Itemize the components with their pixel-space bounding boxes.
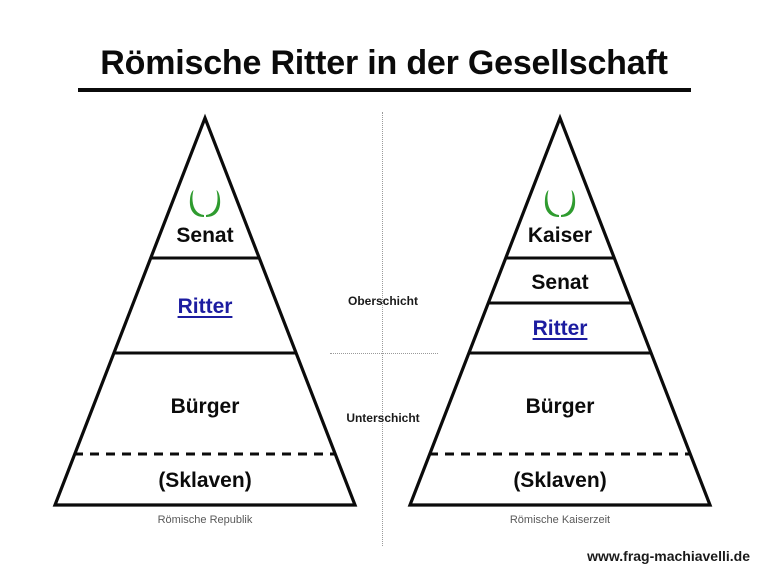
pyramid-outline: [407, 113, 713, 507]
class-label-oberschicht: Oberschicht: [347, 294, 419, 308]
class-label-unterschicht: Unterschicht: [346, 411, 420, 425]
tier-label-buerger-right: Bürger: [525, 395, 595, 418]
pyramid-left-shape: [52, 113, 358, 507]
tier-label-sklaven-left: (Sklaven): [158, 469, 252, 492]
pyramid-caption-right: Römische Kaiserzeit: [509, 514, 611, 526]
center-vertical-guide: [382, 112, 383, 546]
pyramid-roman-empire: [400, 110, 720, 520]
laurel-wreath-icon: [544, 190, 576, 217]
tier-label-kaiser-right: Kaiser: [527, 224, 593, 247]
tier-label-ritter-left[interactable]: Ritter: [177, 295, 233, 318]
pyramid-outline: [52, 113, 358, 507]
title-underline: [78, 88, 691, 92]
laurel-wreath-icon: [189, 190, 221, 217]
tier-label-sklaven-right: (Sklaven): [513, 469, 607, 492]
tier-label-buerger-left: Bürger: [170, 395, 240, 418]
tier-label-ritter-right[interactable]: Ritter: [532, 317, 588, 340]
pyramid-caption-left: Römische Republik: [157, 514, 253, 526]
source-watermark: www.frag-machiavelli.de: [587, 548, 750, 564]
pyramid-roman-republic: [45, 110, 365, 520]
pyramid-right-shape: [407, 113, 713, 507]
tier-label-senat-left: Senat: [176, 224, 234, 247]
center-horizontal-guide: [330, 353, 438, 354]
page-title: Römische Ritter in der Gesellschaft: [100, 44, 668, 82]
tier-label-senat-right: Senat: [531, 271, 589, 294]
